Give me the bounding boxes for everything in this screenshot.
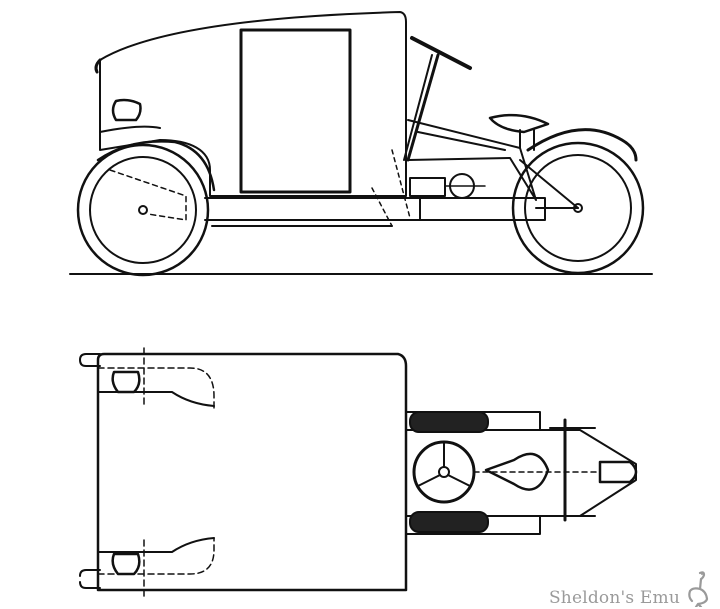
plan-lamp-bottom <box>111 552 141 576</box>
watermark-text: Sheldon's Emu <box>548 588 680 608</box>
footboard-bottom <box>409 511 489 533</box>
headlamp <box>111 98 142 122</box>
plan-saddle <box>484 452 550 491</box>
footboard-top <box>409 411 489 433</box>
side-elevation-view <box>69 11 653 277</box>
engine <box>409 173 486 199</box>
emu-icon <box>688 571 709 607</box>
cab-window <box>239 28 352 194</box>
plan-rear-wheel <box>598 460 638 484</box>
plan-view <box>79 347 638 601</box>
rear-wheel <box>511 141 645 275</box>
watermark: Sheldon's Emu <box>549 569 712 607</box>
rear-mudguard <box>526 128 638 162</box>
saddle <box>488 113 550 134</box>
steering-column <box>403 36 472 162</box>
plan-steering-wheel <box>412 440 476 504</box>
cab-body <box>99 11 407 197</box>
chassis-frame <box>204 197 546 221</box>
plan-body-outline <box>96 352 408 592</box>
front-wheel <box>76 143 210 277</box>
plan-lamp-top <box>111 370 141 394</box>
